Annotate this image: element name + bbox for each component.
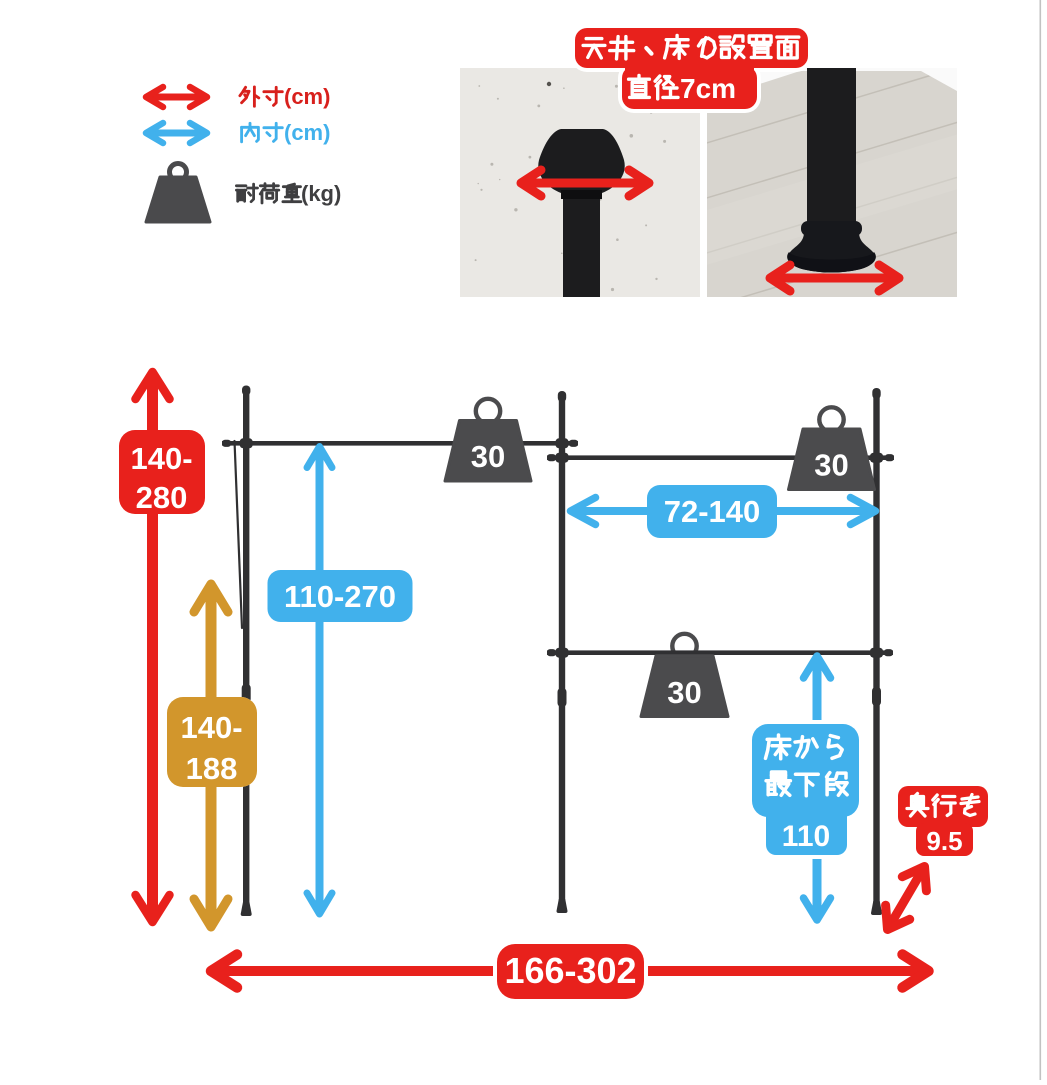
svg-text:(kg): (kg) — [301, 181, 341, 206]
svg-text:110-270: 110-270 — [284, 579, 396, 614]
svg-text:110: 110 — [782, 820, 830, 853]
svg-text:9.5: 9.5 — [926, 826, 962, 856]
svg-text:166-302: 166-302 — [504, 950, 636, 991]
svg-text:7cm: 7cm — [680, 73, 736, 104]
svg-text:188: 188 — [186, 751, 238, 786]
svg-text:72-140: 72-140 — [664, 494, 761, 529]
svg-text:(cm): (cm) — [284, 84, 330, 109]
svg-text:30: 30 — [471, 439, 505, 474]
svg-text:280: 280 — [136, 480, 188, 515]
svg-text:30: 30 — [814, 448, 848, 483]
svg-text:140-: 140- — [180, 710, 242, 745]
svg-text:140-: 140- — [130, 441, 192, 476]
svg-text:(cm): (cm) — [284, 120, 330, 145]
svg-text:30: 30 — [667, 675, 701, 710]
